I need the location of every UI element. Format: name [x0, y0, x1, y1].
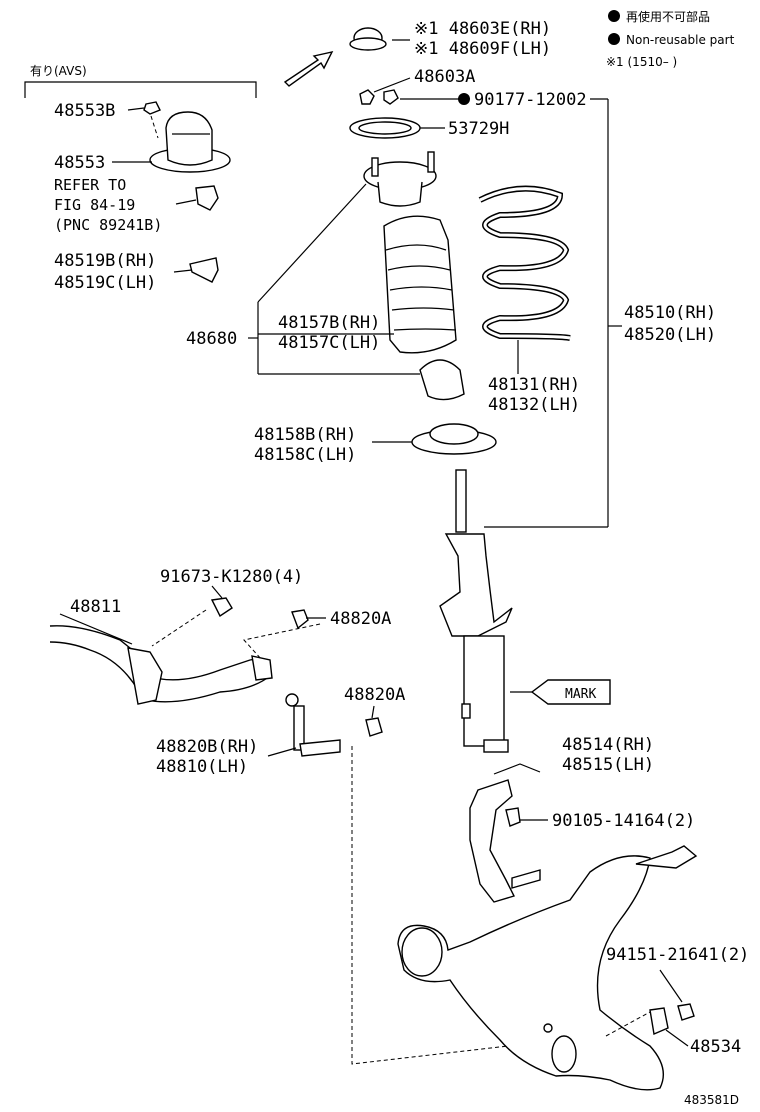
label-94151: 94151-21641(2) [606, 945, 749, 965]
label-refer-1: REFER TO [54, 176, 126, 194]
label-91673: 91673-K1280(4) [160, 567, 303, 587]
label-48515: 48515(LH) [562, 755, 654, 775]
avs-group-title: 有り(AVS) [30, 64, 87, 78]
part-48510-shock-absorber [439, 533, 513, 637]
label-48157c: 48157C(LH) [278, 333, 380, 353]
part-48157b-stop [419, 359, 465, 401]
part-48553b-nut [143, 101, 161, 115]
part-48820a-nut-upper [291, 609, 309, 630]
strut-rod [455, 469, 467, 533]
label-90105: 90105-14164(2) [552, 811, 695, 831]
label-48519b: 48519B(RH) [54, 251, 156, 271]
figure-id: 483581D [684, 1093, 739, 1107]
label-48534: 48534 [690, 1037, 741, 1057]
avs-group-bracket [24, 81, 257, 98]
label-48820a-lower: 48820A [344, 685, 405, 705]
non-reusable-dot-icon [608, 10, 620, 22]
label-48514: 48514(RH) [562, 735, 654, 755]
label-48810: 48810(LH) [156, 757, 248, 777]
avs-connector [195, 185, 219, 211]
label-48603e: ※1 48603E(RH) [414, 19, 551, 39]
lower-arm [397, 855, 664, 1091]
label-48520: 48520(LH) [624, 325, 716, 345]
part-48534-plate [649, 1007, 669, 1035]
label-48811: 48811 [70, 597, 121, 617]
part-90177-nut [383, 89, 399, 105]
part-48519b-bracket [189, 257, 219, 283]
label-refer-3: (PNC 89241B) [54, 216, 162, 234]
non-reusable-dot-icon [458, 93, 470, 105]
part-94151-nut [677, 1003, 695, 1021]
label-53729h: 53729H [448, 119, 509, 139]
part-48514-bracket [469, 779, 515, 903]
label-48157b: 48157B(RH) [278, 313, 380, 333]
part-91673-bolt [210, 597, 233, 618]
mark-label: MARK [565, 687, 596, 702]
stabilizer-bushing [127, 647, 163, 705]
label-90177: 90177-12002 [474, 90, 587, 110]
label-48132: 48132(LH) [488, 395, 580, 415]
part-48131-spring [478, 185, 571, 341]
legend-note: ※1 (1510– ) [606, 55, 677, 69]
label-48158b: 48158B(RH) [254, 425, 356, 445]
part-48820b-link-top [285, 693, 299, 707]
label-48609f: ※1 48609F(LH) [414, 39, 551, 59]
part-48603a-nut [359, 89, 375, 105]
label-refer-2: FIG 84-19 [54, 196, 135, 214]
label-48553b: 48553B [54, 101, 115, 121]
part-48820b-link [293, 705, 305, 751]
part-90105-bolt [505, 807, 521, 827]
part-48157b-boot [383, 215, 457, 354]
label-48131: 48131(RH) [488, 375, 580, 395]
label-48680: 48680 [186, 329, 237, 349]
mark-callout [530, 679, 611, 705]
legend-non-reusable-en: Non-reusable part [626, 33, 735, 47]
label-48510: 48510(RH) [624, 303, 716, 323]
legend-non-reusable-jp: 再使用不可部品 [626, 9, 710, 24]
label-48158c: 48158C(LH) [254, 445, 356, 465]
label-48820a-upper: 48820A [330, 609, 391, 629]
non-reusable-dot-icon [608, 33, 620, 45]
label-48519c: 48519C(LH) [54, 273, 156, 293]
part-48820a-nut-lower [365, 717, 383, 737]
ball-joint-stud [635, 845, 698, 869]
label-48820b: 48820B(RH) [156, 737, 258, 757]
label-48553: 48553 [54, 153, 105, 173]
part-48553-actuator [165, 111, 213, 166]
label-48603a: 48603A [414, 67, 475, 87]
part-48811-stabilizer-bar [49, 625, 271, 703]
front-direction-arrow-icon [283, 50, 334, 87]
